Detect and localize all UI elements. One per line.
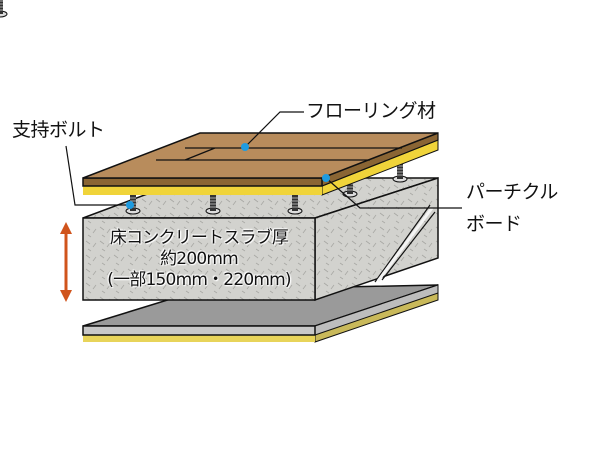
slab-label-line1: 床コンクリートスラブ厚: [109, 228, 289, 248]
lower-board: [82, 284, 439, 343]
marker-dot-flooring: [241, 143, 249, 151]
marker-dot-bolt: [126, 201, 134, 209]
marker-dot-particle-board: [322, 174, 330, 182]
label-particle-board-line1: パーチクル: [466, 181, 558, 203]
label-particle-board-line2: ボード: [466, 213, 522, 235]
slab-label-line2: 約200mm: [160, 249, 239, 269]
marker-dots: [126, 143, 330, 209]
label-flooring: フローリング材: [306, 100, 436, 122]
thickness-arrow: [60, 222, 72, 302]
flooring-panel: [82, 132, 439, 196]
slab-thickness-label: 床コンクリートスラブ厚 約200mm (一部150mm・220mm): [84, 228, 314, 291]
support-bolts: [0, 0, 408, 215]
bolt-icon: [0, 0, 8, 18]
leader-lines: [65, 111, 462, 209]
slab-label-line3: (一部150mm・220mm): [107, 270, 291, 290]
label-support-bolt: 支持ボルト: [12, 119, 105, 141]
